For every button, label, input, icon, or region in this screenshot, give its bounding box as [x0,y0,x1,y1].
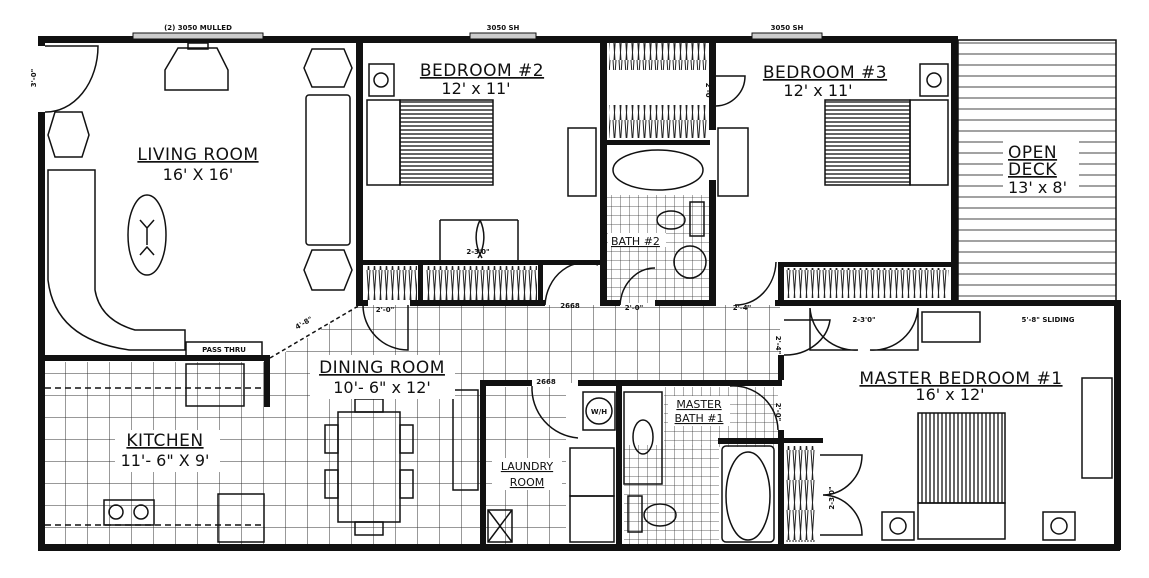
svg-text:3050 SH: 3050 SH [771,24,804,32]
svg-text:2'-4": 2'-4" [774,336,782,354]
bath2-label: BATH #2 [608,233,666,248]
dining-label: DINING ROOM 10'- 6" x 12' [310,355,455,399]
svg-text:2'-0": 2'-0" [625,304,643,312]
bedroom3-name: BEDROOM #3 [763,63,887,83]
svg-text:2-3'0": 2-3'0" [828,486,836,509]
svg-text:2668: 2668 [536,378,556,386]
svg-text:BATH #1: BATH #1 [675,412,724,425]
laundry-label: LAUNDRY ROOM [492,458,562,490]
svg-text:4'-8": 4'-8" [294,315,314,331]
svg-text:13' x 8': 13' x 8' [1008,178,1067,197]
svg-text:DINING ROOM: DINING ROOM [319,358,445,378]
svg-text:2'-0": 2'-0" [376,306,394,314]
svg-text:W/H: W/H [591,408,607,416]
svg-text:2'-0": 2'-0" [704,83,712,101]
kitchen-label: KITCHEN 11'- 6" X 9' [115,430,220,472]
door-swings [44,45,919,536]
svg-text:OPEN: OPEN [1008,143,1057,163]
dimension-annotations: (2) 3050 MULLED 3050 SH 3050 SH 3'-0" 2-… [30,24,1075,510]
furniture [45,42,1113,543]
svg-text:3'-0": 3'-0" [30,69,38,87]
svg-text:2'-4": 2'-4" [733,304,751,312]
svg-text:2668: 2668 [560,302,580,310]
svg-text:2'-0": 2'-0" [774,403,782,421]
svg-text:11'- 6" X 9': 11'- 6" X 9' [121,451,210,470]
svg-text:10'- 6" x 12': 10'- 6" x 12' [333,378,431,397]
svg-text:3050 SH: 3050 SH [487,24,520,32]
master-bedroom-size: 16' x 12' [915,385,984,404]
bedroom2-name: BEDROOM #2 [420,61,544,81]
svg-text:DECK: DECK [1008,160,1057,180]
svg-text:(2) 3050 MULLED: (2) 3050 MULLED [164,24,232,32]
living-room-size: 16' X 16' [163,165,234,184]
svg-text:MASTER: MASTER [676,398,722,411]
svg-text:KITCHEN: KITCHEN [126,431,203,451]
bedroom2-size: 12' x 11' [441,79,510,98]
svg-text:2-3'0": 2-3'0" [852,316,875,324]
living-room-name: LIVING ROOM [137,145,258,165]
bedroom3-size: 12' x 11' [783,81,852,100]
master-bath-label: MASTER BATH #1 [668,396,730,426]
windows [132,32,823,40]
svg-text:BATH #2: BATH #2 [611,235,660,248]
svg-text:5'-8" SLIDING: 5'-8" SLIDING [1022,316,1075,324]
svg-text:2-3'0": 2-3'0" [466,248,489,256]
svg-text:LAUNDRY: LAUNDRY [501,460,554,473]
closets [365,42,949,542]
deck-label: OPEN DECK 13' x 8' [1003,138,1079,197]
master-bedroom-name: MASTER BEDROOM #1 [859,369,1062,389]
svg-text:ROOM: ROOM [510,476,544,489]
svg-text:PASS THRU: PASS THRU [202,346,246,354]
